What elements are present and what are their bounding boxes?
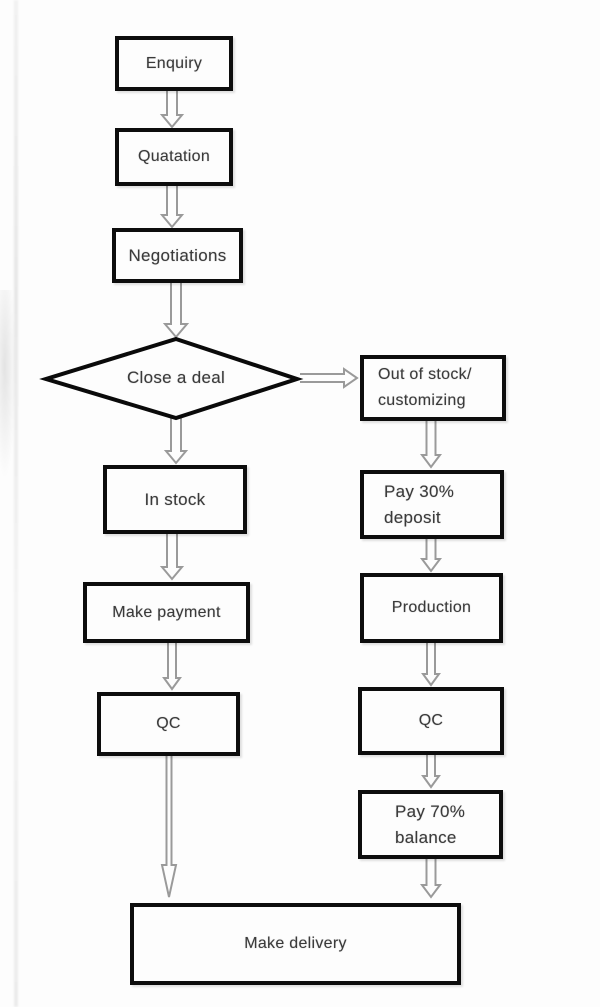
- scan-artifact-smudge: [0, 290, 16, 480]
- node-pay-deposit: Pay 30% deposit: [360, 470, 504, 539]
- node-out-of-stock: Out of stock/ customizing: [360, 355, 506, 421]
- node-quotation-label: Quatation: [137, 148, 211, 165]
- node-negotiations-label: Negotiations: [128, 245, 227, 265]
- arrow-pay-balance-to-make-delivery: [420, 859, 442, 899]
- node-qc-right-label: QC: [418, 712, 444, 729]
- arrow-qc-to-pay-balance: [421, 755, 441, 789]
- node-make-payment: Make payment: [83, 582, 250, 643]
- node-in-stock: In stock: [103, 465, 247, 534]
- arrow-quotation-to-negotiations: [159, 185, 185, 229]
- node-make-payment-label: Make payment: [112, 603, 221, 621]
- node-quotation: Quatation: [115, 128, 233, 186]
- node-close-deal-label: Close a deal: [126, 368, 226, 387]
- scan-artifact-left-edge: [14, 0, 18, 1007]
- node-qc-left: QC: [97, 692, 240, 756]
- arrow-enquiry-to-quotation: [159, 90, 185, 129]
- arrow-production-to-qc: [421, 643, 441, 687]
- arrow-negotiations-to-decision: [162, 283, 190, 339]
- arrow-decision-to-in-stock: [163, 418, 189, 465]
- arrow-qc-to-make-delivery: [160, 756, 178, 898]
- arrow-decision-to-out-of-stock: [300, 367, 359, 389]
- arrow-in-stock-to-make-payment: [159, 534, 185, 581]
- node-pay-balance: Pay 70% balance: [358, 790, 503, 859]
- node-pay-deposit-line2: deposit: [384, 507, 441, 527]
- node-make-delivery-label: Make delivery: [244, 935, 347, 952]
- node-out-of-stock-line1: Out of stock/: [378, 366, 472, 383]
- node-in-stock-label: In stock: [144, 489, 206, 509]
- node-production: Production: [360, 573, 503, 643]
- arrow-pay-deposit-to-production: [420, 539, 442, 573]
- decision-diamond-shape: [39, 336, 304, 421]
- node-enquiry: Enquiry: [115, 36, 233, 91]
- arrow-out-of-stock-to-pay-deposit: [420, 421, 442, 469]
- node-qc-left-label: QC: [156, 715, 181, 732]
- node-negotiations: Negotiations: [112, 228, 243, 283]
- node-pay-balance-line2: balance: [395, 827, 457, 847]
- node-out-of-stock-line2: customizing: [378, 392, 466, 409]
- node-production-label: Production: [391, 599, 472, 616]
- node-pay-balance-line1: Pay 70%: [395, 801, 466, 821]
- node-enquiry-label: Enquiry: [145, 54, 203, 72]
- arrow-make-payment-to-qc: [162, 643, 182, 691]
- node-pay-deposit-line1: Pay 30%: [384, 481, 455, 501]
- node-qc-right: QC: [358, 687, 504, 755]
- node-make-delivery: Make delivery: [130, 903, 461, 985]
